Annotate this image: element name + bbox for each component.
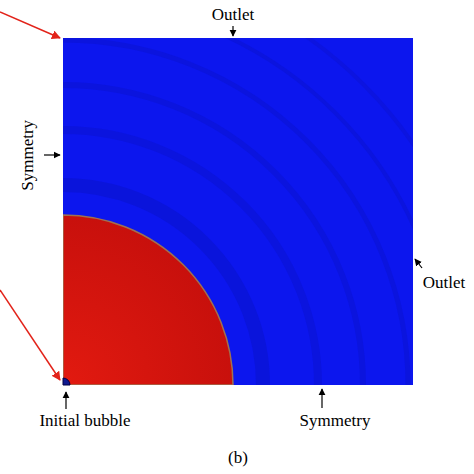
boundary-label: Symmetry [19, 120, 38, 191]
callout-arrows [0, 12, 60, 380]
boundary-label: Outlet [423, 274, 466, 293]
figure-caption: (b) [228, 449, 248, 468]
boundary-label: Outlet [212, 6, 255, 25]
shock-region [63, 215, 233, 385]
initial-bubble [63, 378, 70, 385]
pointer-arrows [44, 26, 422, 409]
pressure-rings [63, 38, 413, 385]
boundary-label: Symmetry [300, 412, 371, 431]
bubble-label: Initial bubble [39, 412, 130, 431]
